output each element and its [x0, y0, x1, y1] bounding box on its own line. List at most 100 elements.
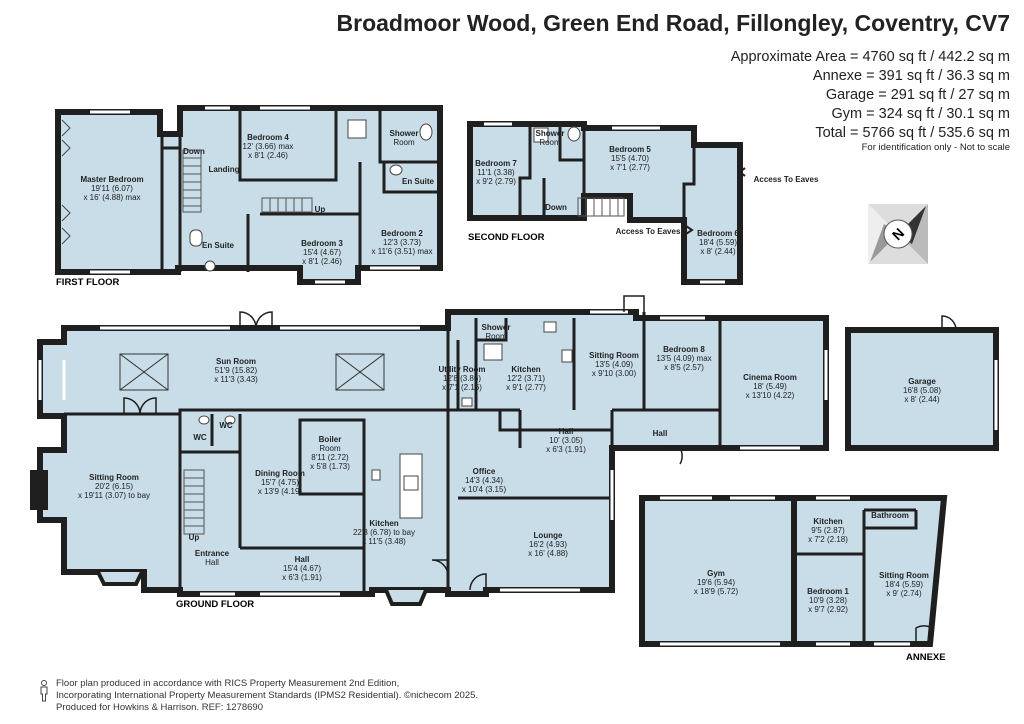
ground-floor	[30, 295, 829, 606]
area-line: Approximate Area = 4760 sq ft / 442.2 sq…	[730, 49, 1010, 65]
floor-label-second: SECOND FLOOR	[468, 232, 545, 243]
room-label-line: Up	[315, 205, 326, 214]
room-label-line: 13'5 (4.09)	[595, 360, 633, 369]
footer-notes: Floor plan produced in accordance with R…	[56, 678, 478, 714]
room-label-line: Office	[473, 467, 496, 476]
room-label-line: 15'5 (4.70)	[611, 154, 649, 163]
room-label-access-eaves-2: Access To Eaves	[616, 227, 681, 236]
room-label-line: x 8'1 (2.46)	[248, 151, 288, 160]
room-label-line: x 5'8 (1.73)	[310, 462, 350, 471]
room-label-line: Bedroom 7	[475, 159, 517, 168]
room-label-line: 15'4 (4.67)	[283, 564, 321, 573]
room-label-line: Entrance	[195, 549, 230, 558]
room-label-line: x 18'9 (5.72)	[694, 587, 739, 596]
room-label-line: x 9' (2.74)	[886, 589, 922, 598]
room-label-line: Room	[485, 332, 507, 341]
room-label-line: 12'3 (3.73)	[383, 238, 421, 247]
room-label-line: Hall	[295, 555, 310, 564]
room-label-line: x 19'11 (3.07) to bay	[78, 491, 150, 500]
room-label-line: x 13'10 (4.22)	[746, 391, 795, 400]
room-label-line: x 16' (4.88) max	[83, 193, 140, 202]
room-label-line: x 8'5 (2.57)	[664, 363, 704, 372]
room-label-landing: Landing	[208, 165, 239, 174]
identification-note: For identification only - Not to scale	[861, 142, 1010, 153]
footer-line: Produced for Howkins & Harrison. REF: 12…	[56, 702, 263, 713]
room-label-line: Sitting Room	[879, 571, 929, 580]
room-label-line: 16'8 (5.08)	[903, 386, 941, 395]
room-label-line: Room	[393, 138, 415, 147]
room-label-line: x 6'3 (1.91)	[282, 573, 322, 582]
room-label-line: x 16' (4.88)	[528, 549, 568, 558]
room-label-line: x 11'5 (3.48)	[362, 537, 406, 546]
room-label-line: Down	[183, 147, 205, 156]
room-label-line: 19'11 (6.07)	[91, 184, 133, 193]
room-label-line: 15'4 (4.67)	[303, 248, 341, 257]
room-label-down-second: Down	[545, 203, 567, 212]
room-label-line: Lounge	[534, 531, 563, 540]
room-label-line: Sun Room	[216, 357, 256, 366]
room-label-line: x 7'1 (2.77)	[610, 163, 650, 172]
room-label-line: 12' (3.66) max	[243, 142, 294, 151]
room-label-line: Bedroom 6	[697, 229, 739, 238]
room-label-line: Bedroom 4	[247, 133, 289, 142]
room-label-line: 8'11 (2.72)	[311, 453, 349, 462]
room-label-line: Utility Room	[438, 365, 485, 374]
room-label-line: x 11'3 (3.43)	[214, 375, 258, 384]
room-label-line: 10'9 (3.28)	[809, 596, 847, 605]
room-label-line: x 9'2 (2.79)	[476, 177, 516, 186]
room-label-line: 9'5 (2.87)	[811, 526, 845, 535]
footer-line: Incorporating International Property Mea…	[56, 690, 479, 701]
area-line: Total = 5766 sq ft / 535.6 sq m	[815, 125, 1010, 141]
room-label-line: Shower	[482, 323, 511, 332]
second-floor-outline	[467, 121, 743, 285]
room-label-line: Down	[545, 203, 567, 212]
room-label-line: 12'8 (3.86)	[443, 374, 481, 383]
room-label-line: 10' (3.05)	[549, 436, 583, 445]
room-label-line: Landing	[208, 165, 239, 174]
floor-label-ground: GROUND FLOOR	[176, 599, 254, 610]
room-label-line: Bedroom 1	[807, 587, 849, 596]
room-label-line: x 7'1 (2.16)	[442, 383, 482, 392]
room-label-line: 18'4 (5.59)	[885, 580, 923, 589]
annexe-plan	[791, 495, 948, 647]
first-floor-outline	[55, 105, 443, 285]
room-label-line: x 8'1 (2.46)	[302, 257, 342, 266]
room-label-wc2: WC	[219, 421, 233, 430]
room-label-line: 11'1 (3.38)	[477, 168, 515, 177]
room-label-line: Up	[189, 533, 200, 542]
room-label-line: x 9'7 (2.92)	[808, 605, 848, 614]
room-label-line: Garage	[908, 377, 936, 386]
room-label-line: Bedroom 8	[663, 345, 705, 354]
room-label-line: Shower	[390, 129, 419, 138]
room-label-line: En Suite	[202, 241, 235, 250]
room-label-line: 18' (5.49)	[753, 382, 787, 391]
room-label-access-eaves-1: Access To Eaves	[754, 175, 819, 184]
room-label-line: x 11'6 (3.51) max	[372, 247, 433, 256]
room-label-bathroom-annexe: Bathroom	[871, 511, 909, 520]
room-label-line: Kitchen	[813, 517, 842, 526]
room-label-line: Bathroom	[871, 511, 909, 520]
room-label-line: Room	[319, 444, 341, 453]
room-label-hall-right: Hall	[653, 429, 668, 438]
room-label-line: Room	[539, 138, 561, 147]
floor-label-first: FIRST FLOOR	[56, 277, 119, 288]
room-label-down-first: Down	[183, 147, 205, 156]
